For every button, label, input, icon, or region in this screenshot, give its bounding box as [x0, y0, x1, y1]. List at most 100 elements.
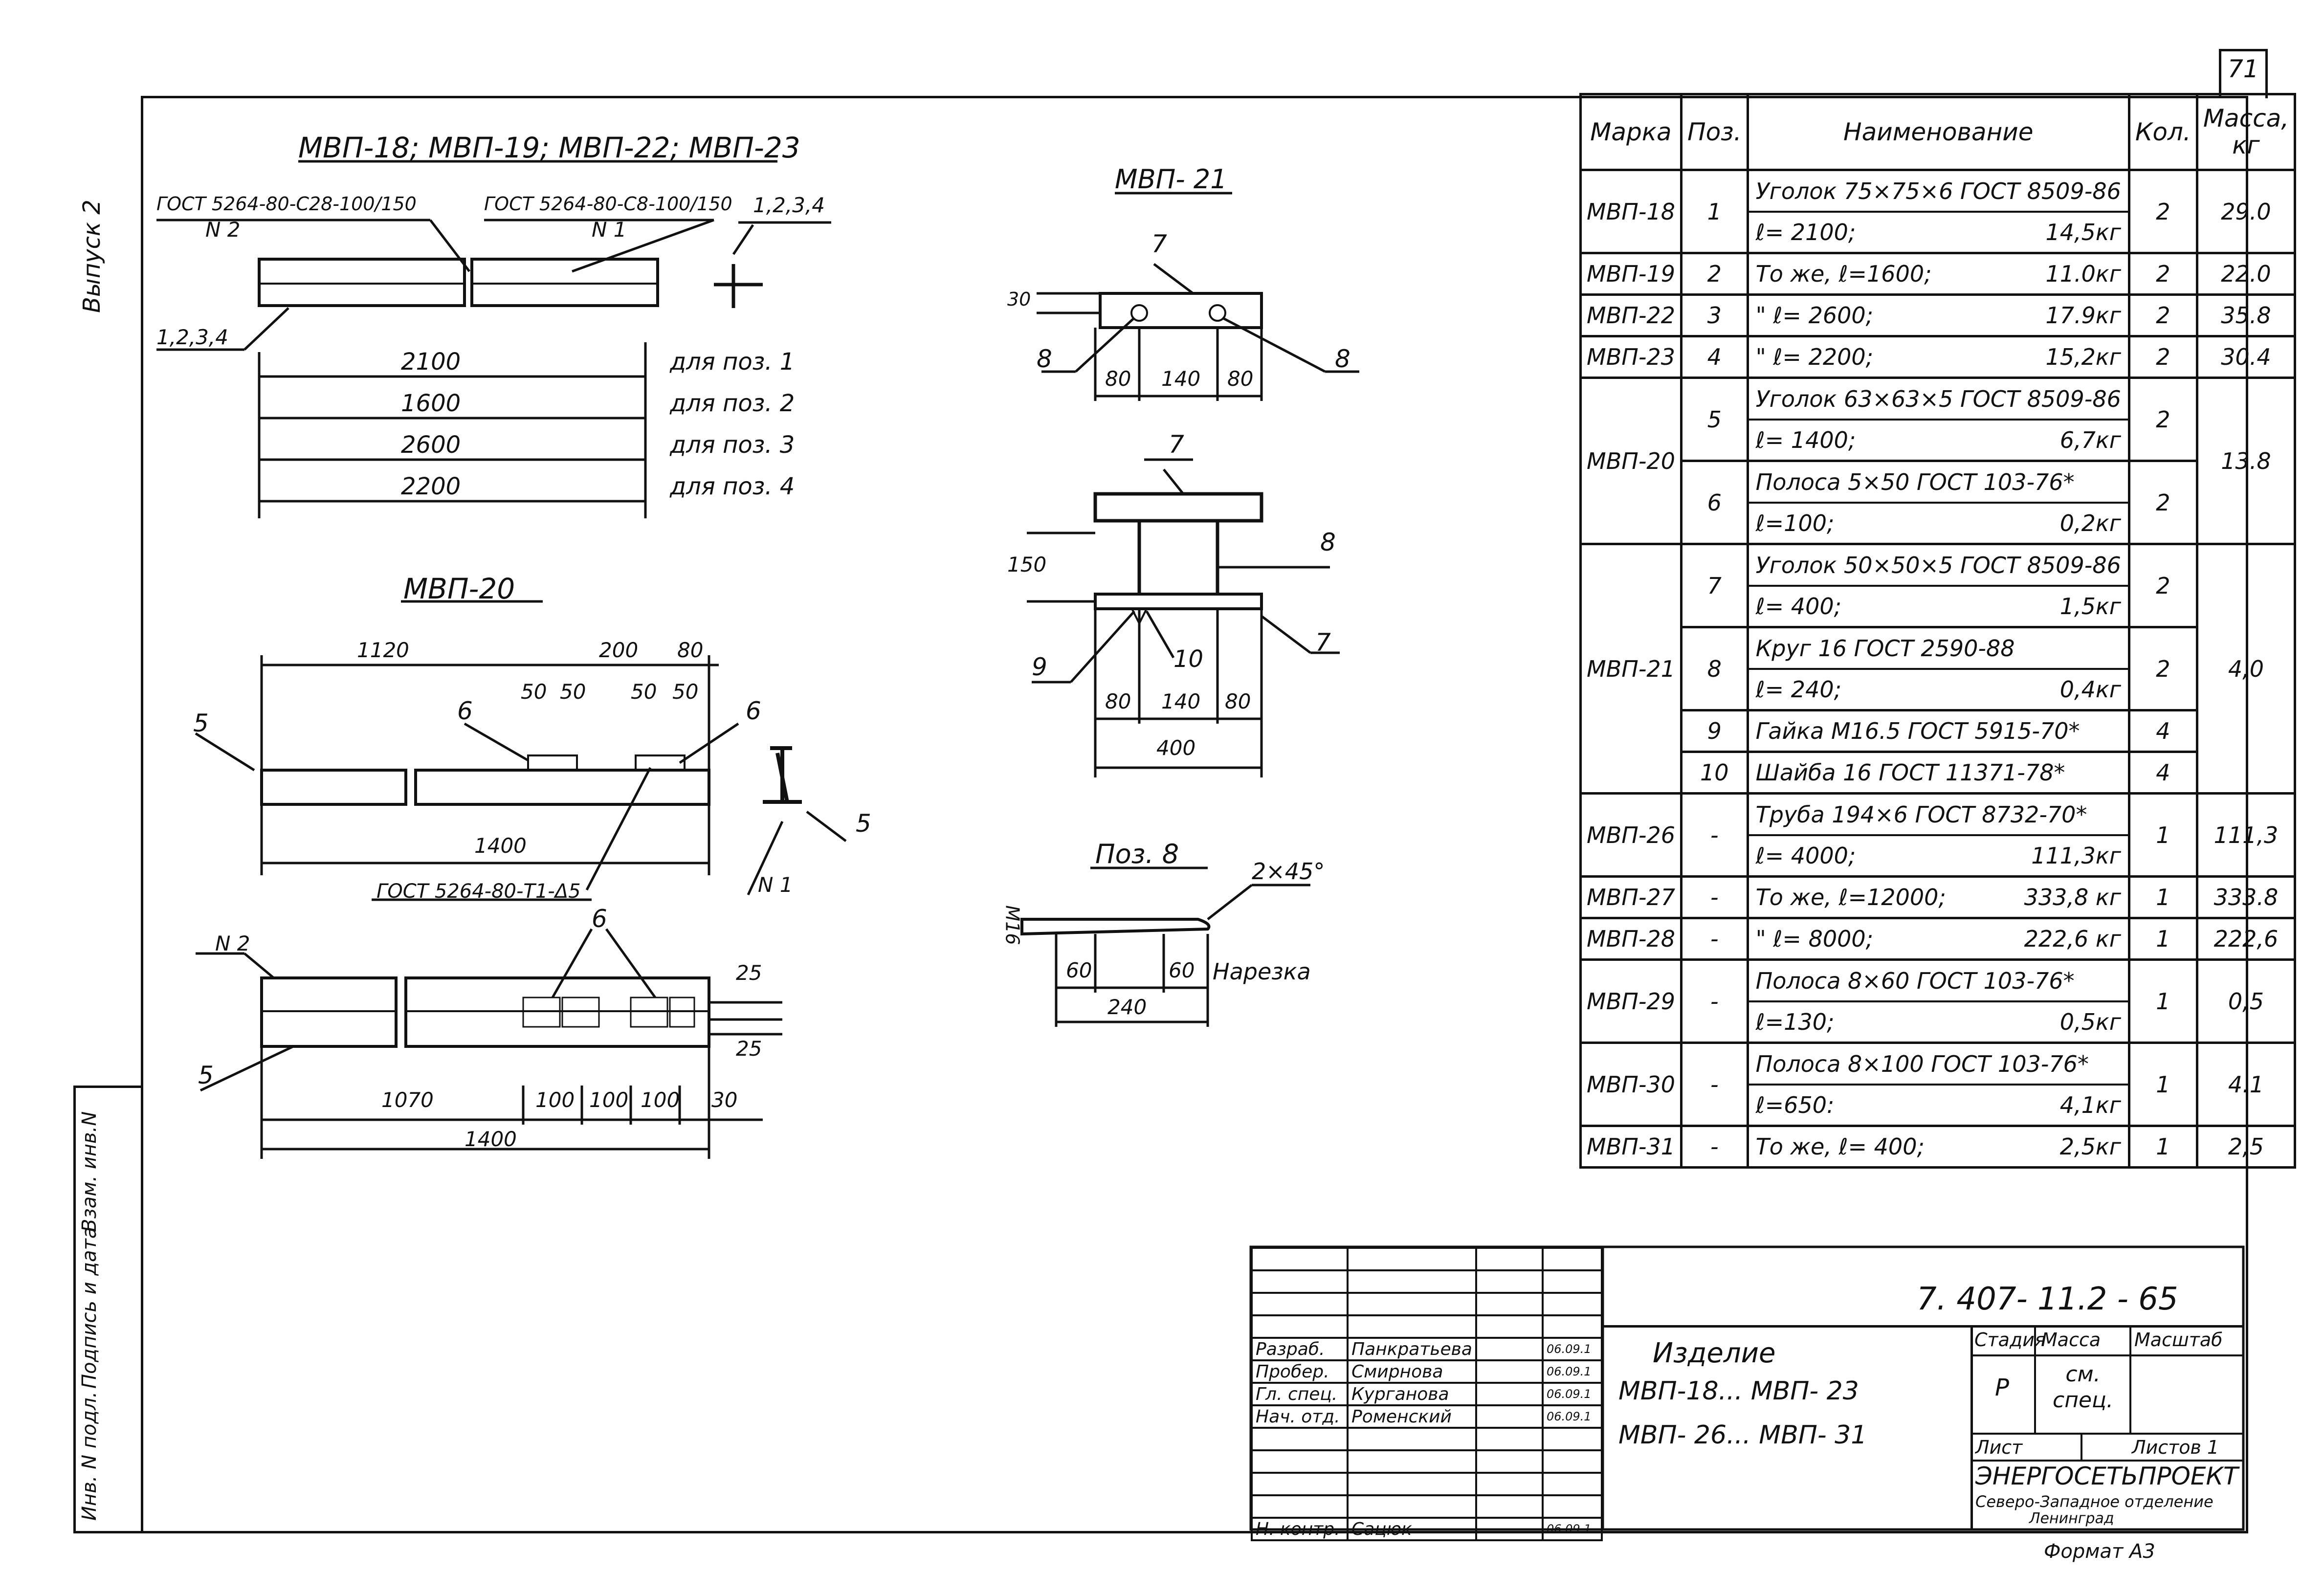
pos8-thread: М16 [1001, 905, 1023, 945]
row-name-line-1: Полоса 8×100 ГОСТ 103-76* [1749, 1044, 2128, 1086]
row-length: ℓ= 400; [1755, 593, 1842, 620]
row-mark: МВП-30 [1579, 1042, 1682, 1127]
format-label: Формат А3 [2044, 1540, 2155, 1563]
row-mass: 4.1 [2195, 1042, 2297, 1127]
row-name-line-2: ℓ=130; 0,5кг [1749, 1002, 2128, 1042]
stage-row-line-3 [1970, 1460, 2243, 1462]
sheet-number: 71 [2228, 55, 2259, 83]
row-name: То же, ℓ= 400;2,5кг [1746, 1125, 2130, 1169]
header-name: Наименование [1746, 93, 2130, 171]
stage-col-line [2034, 1325, 2036, 1433]
gost-n2: ГОСТ 5264-80-С28-100/150 [156, 193, 417, 215]
row-name-line-1: То же, ℓ=12000;333,8 кг [1749, 878, 2128, 917]
row-pos: 5 [1680, 377, 1749, 462]
row-length: ℓ= 2100; [1755, 219, 1856, 245]
pos-label-right: 1,2,3,4 [753, 193, 825, 217]
row-unit-mass: 4,1кг [2059, 1091, 2121, 1118]
row-mass: 13.8 [2195, 377, 2297, 545]
row-qty: 1 [2127, 1042, 2198, 1127]
row-length: ℓ=130; [1755, 1008, 1835, 1035]
row-name-text: Уголок 63×63×5 ГОСТ 8509-86 [1755, 385, 2121, 412]
row-qty: 2 [2127, 543, 2198, 628]
row-pos: 3 [1680, 293, 1749, 337]
mvp20-pos-5a: 5 [193, 709, 209, 737]
row-name-line-1: То же, ℓ=1600;11.0кг [1749, 254, 2128, 293]
mvp21-pos8b: 8 [1335, 345, 1350, 373]
row-mark: МВП-23 [1579, 335, 1682, 379]
row-name-text: Труба 194×6 ГОСТ 8732-70* [1755, 801, 2087, 828]
row-name: То же, ℓ=12000;333,8 кг [1746, 875, 2130, 919]
org-sub: Северо-Западное отделение [1975, 1492, 2213, 1511]
row-name-line-1: Полоса 5×50 ГОСТ 103-76* [1749, 463, 2128, 504]
spec-table: Марка Поз. Наименование Кол. Масса, кг М… [1579, 93, 2297, 1169]
mvp20-plan-dim-1070: 1070 [381, 1088, 434, 1112]
spec-header-row: Марка Поз. Наименование Кол. Масса, кг [1579, 93, 2297, 171]
row-unit-mass: 6,7кг [2059, 426, 2121, 453]
length-1: 2100 [401, 348, 461, 376]
row-name-line-2: ℓ= 2100;14,5кг [1749, 213, 2128, 252]
row-qty: 2 [2127, 335, 2198, 379]
mvp21-dim-400: 400 [1156, 736, 1196, 760]
row-name: Шайба 16 ГОСТ 11371-78* [1746, 751, 2130, 795]
row-mark: МВП-28 [1579, 917, 1682, 961]
mvp20-plan-side-a: 25 [736, 961, 762, 985]
row-name: То же, ℓ=1600;11.0кг [1746, 252, 2130, 296]
mvp20-dim-50c: 50 [631, 680, 657, 704]
role-name: Роменский [1347, 1404, 1477, 1429]
length-4-note: для поз. 4 [670, 473, 795, 500]
row-mark: МВП-29 [1579, 958, 1682, 1044]
length-3: 2600 [401, 431, 461, 459]
row-name-line-1: Труба 194×6 ГОСТ 8732-70* [1749, 795, 2128, 836]
stage-col-line-2 [2129, 1325, 2131, 1433]
mvp20-plan-n2: N 2 [215, 931, 250, 955]
row-name-text: Полоса 8×60 ГОСТ 103-76* [1755, 967, 2075, 994]
row-name-mass: 11.0кг [2045, 261, 2121, 287]
mvp20-plan-pos5: 5 [198, 1061, 214, 1089]
stage-grid [1970, 1325, 2246, 1530]
row-mass: 35.8 [2195, 293, 2297, 337]
mvp21-dim-150: 150 [1007, 553, 1047, 576]
row-name-line-2: ℓ= 400;1,5кг [1749, 587, 2128, 626]
row-name: Труба 194×6 ГОСТ 8732-70*ℓ= 4000;111,3кг [1746, 792, 2130, 878]
sheet-number-box [2219, 49, 2268, 98]
row-name: " ℓ= 2200;15,2кг [1746, 335, 2130, 379]
row-pos: - [1680, 1125, 1749, 1169]
mass-value: см. спец. [2053, 1362, 2113, 1413]
row-qty: 2 [2127, 460, 2198, 545]
mvp20-dim-50b: 50 [560, 680, 586, 704]
row-name-line-1: Полоса 8×60 ГОСТ 103-76* [1749, 961, 2128, 1002]
row-mark: МВП-22 [1579, 293, 1682, 337]
row-mark: МВП-27 [1579, 875, 1682, 919]
row-name: Гайка М16.5 ГОСТ 5915-70* [1746, 709, 2130, 753]
row-name-text: То же, ℓ= 400; [1755, 1133, 1925, 1160]
row-mass: 22.0 [2195, 252, 2297, 296]
role-signature [1475, 1359, 1544, 1384]
row-name-text: " ℓ= 8000; [1755, 926, 1874, 952]
mvp21-pos8c: 8 [1320, 528, 1336, 556]
mvp20-dim-80: 80 [677, 638, 704, 662]
row-mass: 111,3 [2195, 792, 2297, 878]
row-name-text: Полоса 8×100 ГОСТ 103-76* [1755, 1050, 2089, 1077]
row-unit-mass: 0,5кг [2059, 1008, 2121, 1035]
role-name: Смирнова [1347, 1359, 1477, 1384]
item-line-1: МВП-18... МВП- 23 [1618, 1376, 1859, 1406]
row-pos: 9 [1680, 709, 1749, 753]
row-name-line-1: То же, ℓ= 400;2,5кг [1749, 1127, 2128, 1166]
mass-header: Масса [2041, 1329, 2101, 1351]
row-length: ℓ= 240; [1755, 676, 1842, 703]
